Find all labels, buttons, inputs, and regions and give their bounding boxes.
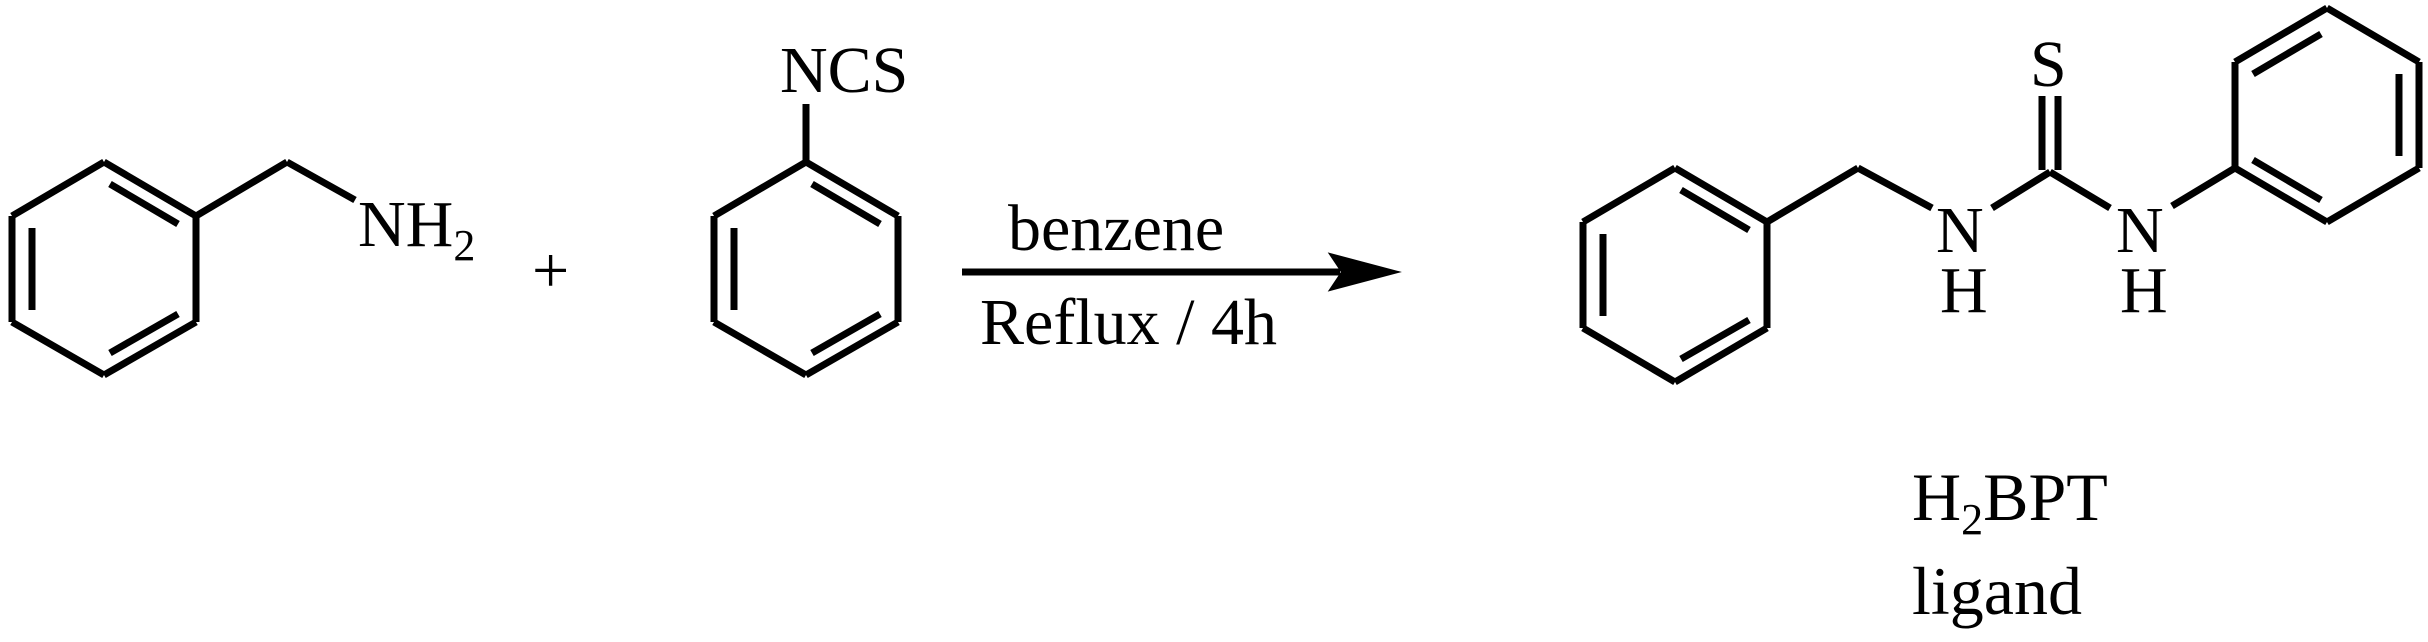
n-c-bond [1990,169,2052,211]
ring-bond [712,318,808,379]
ring-double-bond [2251,30,2323,78]
ring-double-bond [810,310,882,357]
ring-double-bond [1679,316,1751,363]
n-phenyl-bond [2170,165,2237,209]
ring-bond [804,158,900,220]
product-name: H2BPT [1912,459,2108,544]
solvent-label: benzene [1008,192,1224,265]
ring-bond [2233,164,2329,226]
c-n-bond [285,158,357,204]
nh2-label: NH2 [358,188,475,270]
ring-double-bond [810,180,882,228]
phenyl-isothiocyanate-structure: NCS [710,34,908,379]
product-caption: ligand [1912,553,2082,629]
benzylamine-structure: NH2 [8,158,475,379]
ring-bond [10,158,106,220]
s-label: S [2030,28,2067,101]
ring-bond [10,318,106,379]
ring-bond [2325,164,2421,226]
ring-bond [1581,324,1677,386]
ring-bond [102,158,198,220]
ncs-label: NCS [780,34,908,107]
product-phenyl-ring [2231,4,2423,226]
ring-bond [712,158,808,220]
ring-bond [2233,4,2329,66]
phenyl-benzene-ring [710,158,902,379]
ring-bond [102,318,198,379]
ring-bond [1673,164,1769,226]
ring-bond [1673,324,1769,386]
h1-label: H [1940,254,1988,327]
ch2-bond [194,158,289,220]
ch2-bond [1765,164,1860,226]
ring-bond [2325,4,2421,66]
ch2-n-bond [1856,164,1934,212]
product-benzyl-ring [1579,164,1771,386]
h2-label: H [2120,254,2168,327]
n2-label: N [2116,194,2164,267]
ring-bond [804,318,900,379]
ring-double-bond [2251,156,2323,204]
arrow-head [1327,252,1402,292]
c-n-bond [2048,168,2112,212]
ring-bond [1581,164,1677,226]
reflux-conditions-label: Reflux / 4h [980,286,1277,359]
benzylamine-benzene-ring [8,158,200,379]
plus-sign: + [532,234,569,307]
reaction-arrow: benzene Reflux / 4h [962,192,1402,359]
ring-double-bond [1679,186,1751,234]
n1-label: N [1936,194,1984,267]
product-structure: N H S N H [1579,4,2423,386]
ring-double-bond [108,310,180,357]
ring-double-bond [108,180,180,228]
